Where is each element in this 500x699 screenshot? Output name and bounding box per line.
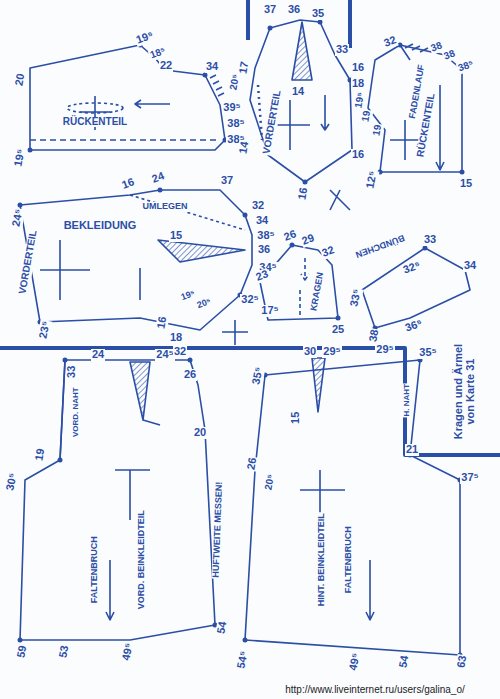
measure-number: 37 xyxy=(220,175,234,187)
measure-number: 38 xyxy=(367,328,381,344)
measure-number: 19⁵ xyxy=(134,29,156,46)
piece-label: VORD. BEINKLEIDTEIL xyxy=(137,509,146,610)
measure-number: 16 xyxy=(119,176,136,192)
measure-number: 14 xyxy=(237,140,251,156)
measure-number: 29 xyxy=(299,232,316,248)
measure-number: 20 xyxy=(193,427,207,439)
measure-number: 25 xyxy=(331,324,345,336)
measure-number: 15 xyxy=(290,411,302,425)
piece-label: RÜCKENTEIL xyxy=(62,117,128,128)
measure-number: 35⁵ xyxy=(251,365,266,386)
measure-number: 63 xyxy=(455,654,469,670)
piece-label: BEKLEIDUNG xyxy=(63,220,138,232)
measure-number: 35 xyxy=(311,8,325,20)
measure-number: 18 xyxy=(169,332,183,344)
measure-number: 18⁵ xyxy=(148,45,168,61)
measure-number: 20⁵ xyxy=(228,72,241,91)
measure-number: 37 xyxy=(263,4,277,16)
measure-number: 15 xyxy=(169,230,183,242)
measure-number: 26 xyxy=(281,228,298,244)
measure-number: 19⁵ xyxy=(13,147,28,168)
measure-number: 12⁵ xyxy=(365,169,380,190)
measure-number: 26 xyxy=(245,456,259,472)
measure-number: 18 xyxy=(351,78,365,90)
measure-number: 19 xyxy=(33,447,47,463)
measure-number: 35⁵ xyxy=(418,347,437,359)
measure-number: 37⁵ xyxy=(460,472,479,484)
measure-number: 23⁵ xyxy=(38,319,53,340)
measure-number: 15 xyxy=(459,178,473,190)
measure-number: 36 xyxy=(257,244,271,256)
measure-number: 29⁵ xyxy=(322,346,341,358)
measure-number: 16 xyxy=(351,149,365,161)
measure-number: 33 xyxy=(66,365,78,379)
measure-number: 38 xyxy=(442,48,458,62)
measure-number: 14 xyxy=(291,86,305,98)
measure-number: 30⁵ xyxy=(5,471,20,492)
piece-label: FALTENBRUCH xyxy=(343,526,352,595)
measure-number: 38⁵ xyxy=(456,58,476,74)
piece-label: UMLEGEN xyxy=(142,202,189,211)
measure-number: 23 xyxy=(253,268,270,284)
piece-label: http://www.liveinternet.ru/users/galina_… xyxy=(284,685,466,696)
measure-number: 49⁵ xyxy=(348,651,363,672)
measure-number: 21 xyxy=(405,444,419,456)
measure-number: 54 xyxy=(397,654,411,670)
measure-number: 20 xyxy=(13,72,27,88)
measure-number: 33 xyxy=(335,44,349,56)
measure-number: 29⁵ xyxy=(375,344,394,356)
measure-number: 54⁵ xyxy=(236,649,251,670)
measure-number: 24 xyxy=(149,170,166,186)
measure-number: 16 xyxy=(155,315,169,331)
piece-label: HINT. BEINKLEIDTEIL xyxy=(317,512,326,607)
measure-number: 36 xyxy=(287,4,301,16)
measure-number: 49⁵ xyxy=(121,641,136,662)
measure-number: 26 xyxy=(183,369,197,381)
measure-number: 32 xyxy=(173,346,187,358)
measure-number: 38⁵ xyxy=(226,118,245,130)
measure-number: 33 xyxy=(423,234,437,246)
measure-number: 20⁵ xyxy=(195,297,213,311)
measure-number: 19⁵ xyxy=(353,90,366,109)
measure-number: 34 xyxy=(205,61,219,73)
measure-number: 39⁵ xyxy=(222,102,241,114)
measure-number: 32 xyxy=(319,244,336,260)
measure-number: 33⁵ xyxy=(349,287,364,308)
measure-number: 59 xyxy=(15,644,29,660)
piece-label: FALTENBRUCH xyxy=(89,536,98,605)
measure-number: 34 xyxy=(463,260,477,272)
measure-number: 30 xyxy=(303,346,317,358)
piece-label: VORDERTEIL xyxy=(17,228,39,295)
piece-label: VORD. NAHT xyxy=(72,386,80,438)
piece-label: VORDERTEIL xyxy=(261,88,283,155)
measure-number: 32 xyxy=(251,200,265,212)
measure-number: 24⁵ xyxy=(155,349,174,361)
measure-number: 53 xyxy=(57,644,71,660)
measure-number: 22 xyxy=(159,60,173,72)
measure-number: 17⁵ xyxy=(260,305,279,317)
measure-number: 19 xyxy=(361,109,374,124)
measure-number: 24 xyxy=(91,349,105,361)
measure-number: 34 xyxy=(255,215,269,227)
piece-label: Kragen und Ärmel von Karte 31 xyxy=(453,336,476,448)
measure-number: 38⁵ xyxy=(256,230,275,242)
measure-number: 19 xyxy=(372,123,385,138)
piece-label: H. NAHT xyxy=(403,383,411,417)
piece-label: HÜFTWEITE MESSEN! xyxy=(212,481,225,579)
measure-number: 16 xyxy=(351,62,365,74)
measure-number: 54 xyxy=(215,620,229,636)
measure-number: 20⁵ xyxy=(263,472,276,491)
piece-label: KRAGEN xyxy=(310,271,326,313)
measure-number: 32⁵ xyxy=(240,294,259,306)
piece-label: BÜNDCHEN xyxy=(353,232,407,259)
measure-number: 16 xyxy=(296,186,310,202)
